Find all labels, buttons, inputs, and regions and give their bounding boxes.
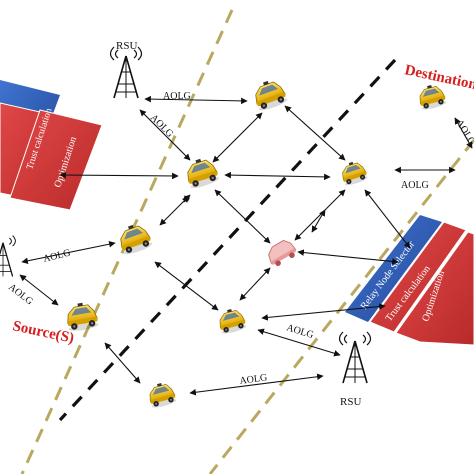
source-label: Source(S)	[11, 318, 75, 347]
car-destination	[415, 81, 448, 112]
link-left-panel-to-car-mid	[59, 171, 179, 180]
link-rsu-top-to-car-top	[144, 95, 248, 105]
right-panel-red-bar-1	[369, 221, 467, 333]
car-bottom	[145, 379, 178, 410]
car-right	[338, 158, 369, 188]
car-source	[64, 300, 100, 333]
link-car-right-to-relay	[364, 189, 411, 249]
link-tower-left-to-source	[19, 274, 59, 306]
right-panel: Relay Node Selector Trust calculation Op…	[345, 215, 474, 346]
link-car-mid-down	[181, 195, 191, 203]
car-center	[215, 305, 248, 336]
link-pink-to-relay	[297, 249, 399, 265]
car-top	[250, 76, 289, 113]
left-panel: Trust calculation Optimization	[0, 80, 103, 211]
link-car-mid-to-car-top	[212, 112, 263, 163]
link-label: AOLG	[453, 118, 474, 147]
link-car-bottom-to-rsu-bottom	[189, 373, 324, 396]
link-car-center-to-rsu-bottom	[257, 328, 341, 357]
rsu-tower-left-partial	[0, 234, 17, 278]
rsu-tower-bottom: RSU	[338, 331, 372, 408]
right-panel-blue-bar	[345, 215, 442, 322]
link-tower-left-to-car-left	[21, 240, 116, 265]
right-panel-red-bar-2	[395, 231, 474, 346]
rsu-top-label: RSU	[116, 40, 137, 52]
lane-divider	[58, 58, 397, 422]
link-label: AOLG	[6, 282, 35, 308]
link-label: AOLG	[239, 372, 268, 387]
link-pink-to-car-center	[239, 267, 271, 301]
rsu-bottom-label: RSU	[340, 396, 361, 408]
car-malicious	[268, 240, 297, 266]
links	[19, 95, 473, 396]
vehicles	[64, 76, 448, 410]
link-label: AOLG	[163, 91, 191, 102]
link-dest-to-right	[454, 117, 473, 149]
link-car-center-to-relay	[261, 303, 386, 321]
link-car-center-to-car-small	[311, 209, 326, 233]
link-label: AOLG	[285, 322, 315, 341]
link-car-mid-to-car-right	[224, 171, 331, 181]
link-car-right-to-pink	[294, 189, 346, 241]
link-source-to-car-bottom	[104, 342, 141, 384]
link-label: AOLG	[148, 112, 175, 139]
link-rsu-top-to-car-mid	[139, 109, 191, 161]
link-label: AOLG	[401, 180, 429, 191]
link-car-mid-to-pink	[214, 189, 271, 244]
link-car-top-to-car-right	[284, 105, 346, 161]
rsu-tower-top: RSU	[109, 40, 143, 99]
link-car-left-to-car-center	[154, 261, 219, 311]
left-panel-red-bar-2	[9, 109, 103, 211]
link-label: AOLG	[42, 248, 72, 265]
